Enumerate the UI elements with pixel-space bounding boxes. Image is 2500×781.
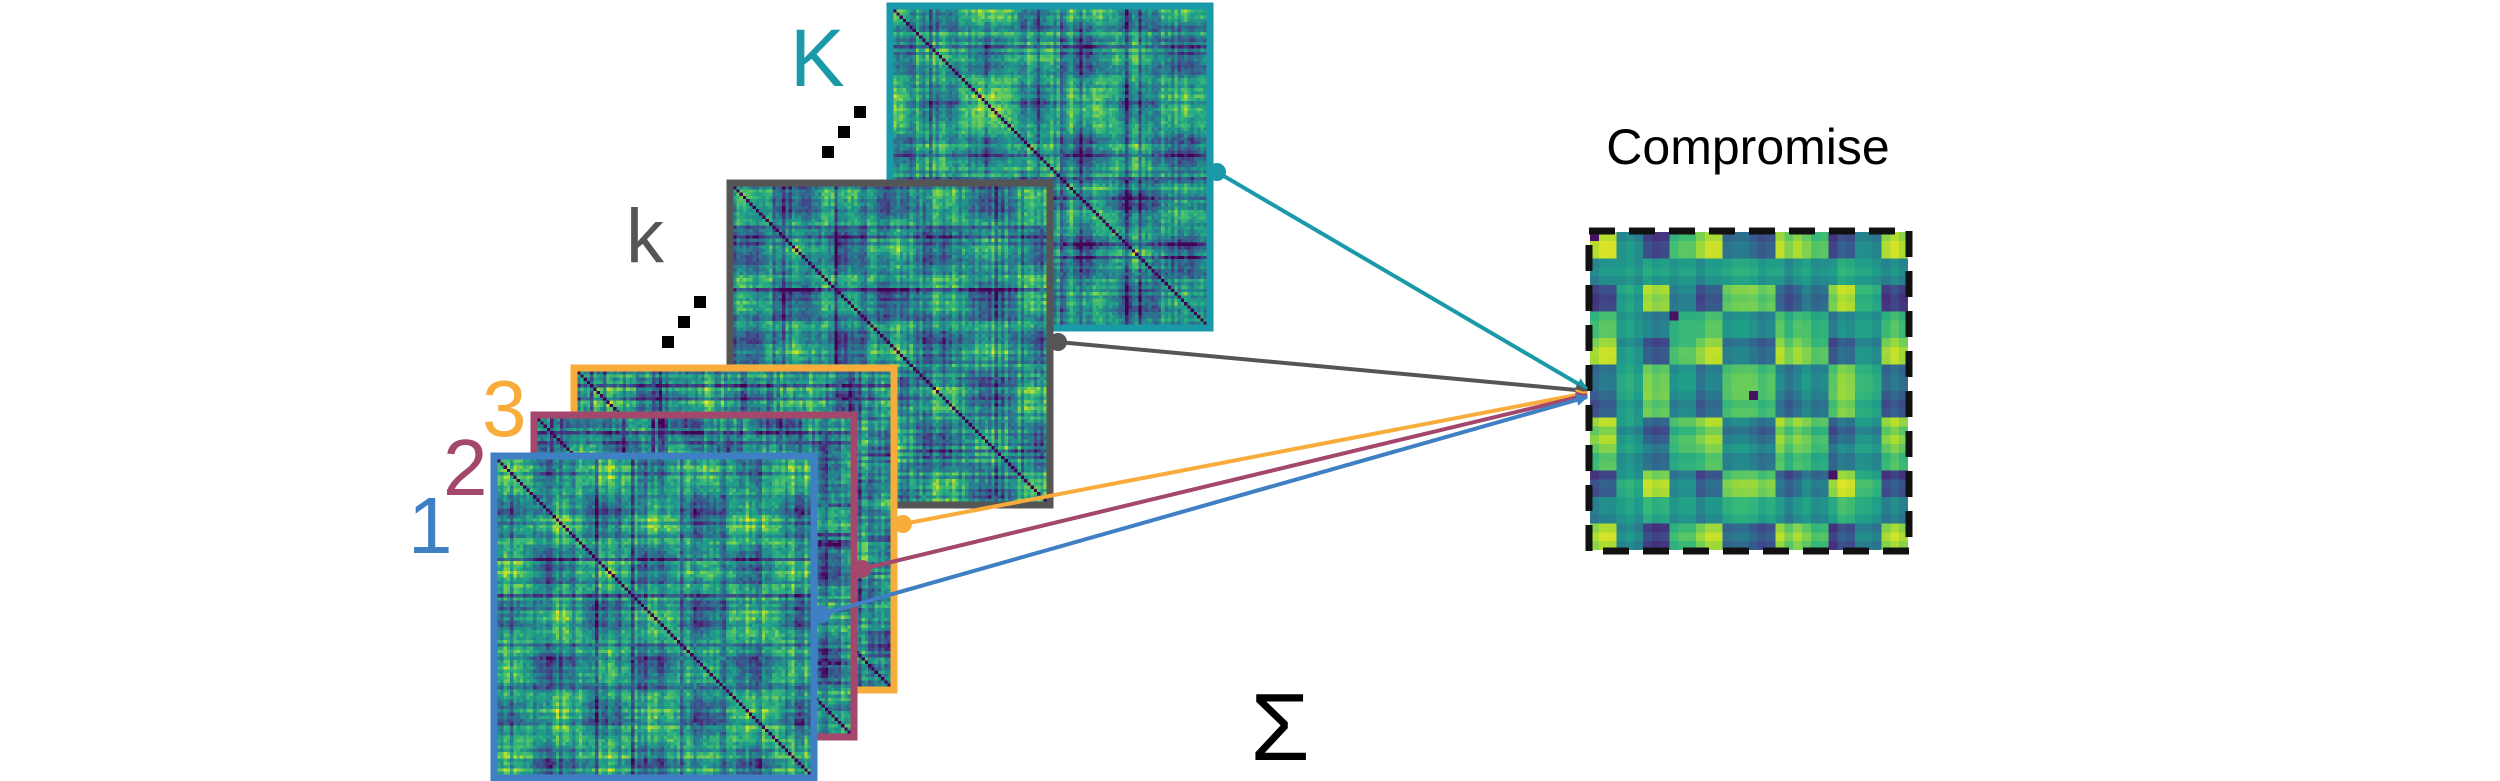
arrow-3 xyxy=(902,389,1589,526)
arrow-K-origin-dot xyxy=(1208,163,1226,181)
arrow-1 xyxy=(821,394,1589,616)
matrix-1-heatmap xyxy=(497,459,811,775)
compromise-heatmap xyxy=(1590,232,1908,550)
arrow-2-origin-dot xyxy=(853,560,871,578)
arrow-3-origin-dot xyxy=(894,515,912,533)
label-matrix-k: k xyxy=(626,194,665,279)
arrow-k-origin-dot xyxy=(1049,333,1067,351)
label-matrix-1: 1 xyxy=(408,481,453,570)
matrix-1 xyxy=(490,452,818,781)
label-matrix-K: K xyxy=(790,13,845,104)
arrow-2 xyxy=(861,391,1589,571)
label-matrix-2: 2 xyxy=(443,423,488,512)
ellipsis-dots-upper xyxy=(822,106,866,158)
compromise-title: Compromise xyxy=(1606,119,1889,175)
arrow-K xyxy=(1215,170,1589,391)
ellipsis-dots-lower xyxy=(662,296,706,348)
arrow-k xyxy=(1057,340,1589,396)
arrows xyxy=(813,163,1589,623)
label-matrix-3: 3 xyxy=(482,364,527,453)
compromise-border xyxy=(1585,227,1913,555)
arrow-1-origin-dot xyxy=(813,605,831,623)
compromise-matrix xyxy=(1585,227,1913,555)
sum-symbol: Σ xyxy=(1250,674,1309,781)
